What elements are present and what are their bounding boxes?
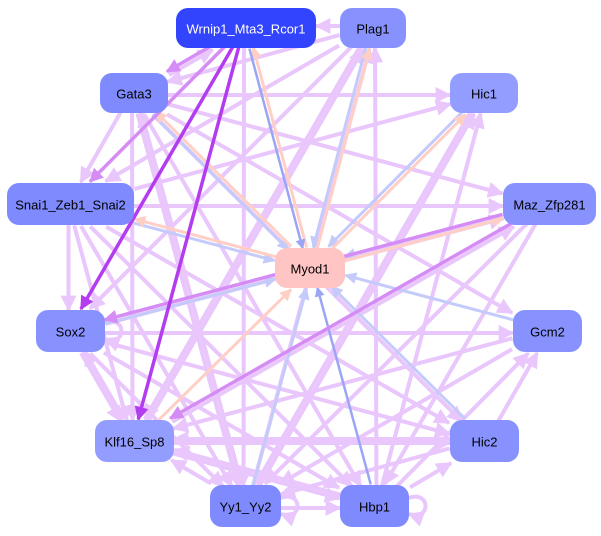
node-label: Hic1 <box>471 87 497 102</box>
edge-gata3-to-snai1-zeb1-snai2 <box>79 111 123 184</box>
node-hbp1[interactable]: Hbp1 <box>340 485 409 527</box>
edge-yy1-yy2-to-hic1 <box>257 112 476 488</box>
node-maz-zfp281[interactable]: Maz_Zfp281 <box>503 183 596 225</box>
node-box <box>275 248 345 288</box>
node-label: Gcm2 <box>530 325 565 340</box>
node-label: Yy1_Yy2 <box>219 500 271 515</box>
edge-snai1-zeb1-snai2-to-hic1 <box>134 100 453 191</box>
node-hic2[interactable]: Hic2 <box>450 420 519 462</box>
node-myod1[interactable]: Myod1 <box>275 248 345 288</box>
node-label: Plag1 <box>356 22 389 37</box>
node-label: Myod1 <box>290 262 329 277</box>
edge-sox2-to-myod1 <box>105 276 277 326</box>
node-label: Sox2 <box>56 325 86 340</box>
edge-myod1-to-snai1-zeb1-snai2 <box>133 216 276 259</box>
node-klf16-sp8[interactable]: Klf16_Sp8 <box>95 420 174 462</box>
edge-klf16-sp8-to-myod1 <box>156 288 293 423</box>
edge-klf16-sp8-to-maz-zfp281 <box>171 224 516 424</box>
node-box <box>340 8 406 48</box>
node-hic1[interactable]: Hic1 <box>450 73 518 113</box>
node-sox2[interactable]: Sox2 <box>36 310 105 352</box>
edge-snai1-zeb1-snai2-to-hic2 <box>105 225 451 425</box>
node-box <box>36 310 105 352</box>
edge-gcm2-to-myod1 <box>344 272 514 322</box>
edge-hbp1-to-gcm2 <box>395 352 530 488</box>
node-gcm2[interactable]: Gcm2 <box>513 310 582 352</box>
node-box <box>503 183 596 225</box>
node-box <box>450 73 518 113</box>
edge-klf16-sp8-to-plag1 <box>146 47 365 423</box>
edge-hic2-to-myod1 <box>330 285 466 420</box>
node-box <box>7 183 134 225</box>
edge-yy1-yy2-to-klf16-sp8 <box>169 458 213 486</box>
edge-gata3-to-myod1 <box>151 113 290 251</box>
edge-klf16-sp8-to-sox2 <box>82 349 126 420</box>
nodes-layer: Wrnip1_Mta3_Rcor1 Plag1 Gata3 Hic1 Snai1… <box>7 8 596 527</box>
node-box <box>340 485 409 527</box>
node-snai1-zeb1-snai2[interactable]: Snai1_Zeb1_Snai2 <box>7 183 134 225</box>
node-label: Snai1_Zeb1_Snai2 <box>15 198 126 213</box>
edge-yy1-yy2-to-myod1 <box>251 287 310 486</box>
edge-gata3-to-maz-zfp281 <box>166 102 505 198</box>
node-box <box>100 73 168 113</box>
edge-wrnip1-mta3-rcor1-to-sox2 <box>79 46 235 311</box>
node-label: Hbp1 <box>359 500 390 515</box>
node-label: Gata3 <box>116 87 151 102</box>
node-box <box>450 420 519 462</box>
edge-myod1-to-wrnip1-mta3-rcor1 <box>250 46 309 248</box>
edge-snai1-zeb1-snai2-to-myod1 <box>133 221 276 264</box>
node-label: Hic2 <box>471 435 497 450</box>
edge-gata3-to-gcm2 <box>166 112 514 315</box>
node-box <box>210 485 281 527</box>
node-label: Klf16_Sp8 <box>105 435 165 450</box>
node-yy1-yy2[interactable]: Yy1_Yy2 <box>210 485 281 527</box>
node-box <box>95 420 174 462</box>
node-gata3[interactable]: Gata3 <box>100 73 168 113</box>
node-label: Wrnip1_Mta3_Rcor1 <box>187 22 306 37</box>
edge-hic1-to-yy1-yy2 <box>254 110 473 486</box>
edge-hbp1-to-hic2 <box>408 461 453 490</box>
node-label: Maz_Zfp281 <box>513 198 585 213</box>
edge-myod1-to-maz-zfp281 <box>345 215 505 263</box>
edge-hbp1-to-myod1 <box>314 286 372 485</box>
edge-gcm2-to-yy1-yy2 <box>278 347 514 486</box>
edge-wrnip1-mta3-rcor1-to-klf16-sp8 <box>134 47 241 421</box>
edge-plag1-to-klf16-sp8 <box>143 45 362 421</box>
edge-hbp1-to-hbp1 <box>407 494 428 527</box>
node-wrnip1-mta3-rcor1[interactable]: Wrnip1_Mta3_Rcor1 <box>176 8 316 48</box>
edge-hic1-to-myod1 <box>327 110 464 248</box>
edge-myod1-to-hic1 <box>330 113 467 251</box>
edge-maz-zfp281-to-klf16-sp8 <box>169 221 513 420</box>
edge-wrnip1-mta3-rcor1-to-myod1 <box>248 48 306 250</box>
edge-myod1-to-gata3 <box>154 110 293 248</box>
edge-wrnip1-mta3-rcor1-to-snai1-zeb1-snai2 <box>88 45 226 183</box>
edge-hic2-to-gcm2 <box>496 351 539 422</box>
edge-hbp1-to-plag1 <box>367 46 384 485</box>
edge-sox2-to-yy1-yy2 <box>88 352 225 488</box>
edge-plag1-to-myod1 <box>310 47 368 249</box>
edge-yy1-yy2-to-yy1-yy2 <box>279 494 300 527</box>
node-plag1[interactable]: Plag1 <box>340 8 406 48</box>
edge-sox2-to-hbp1 <box>103 350 341 490</box>
edge-wrnip1-mta3-rcor1-to-gata3 <box>165 44 212 74</box>
edge-myod1-to-plag1 <box>315 47 373 249</box>
node-box <box>513 310 582 352</box>
node-box <box>176 8 316 48</box>
